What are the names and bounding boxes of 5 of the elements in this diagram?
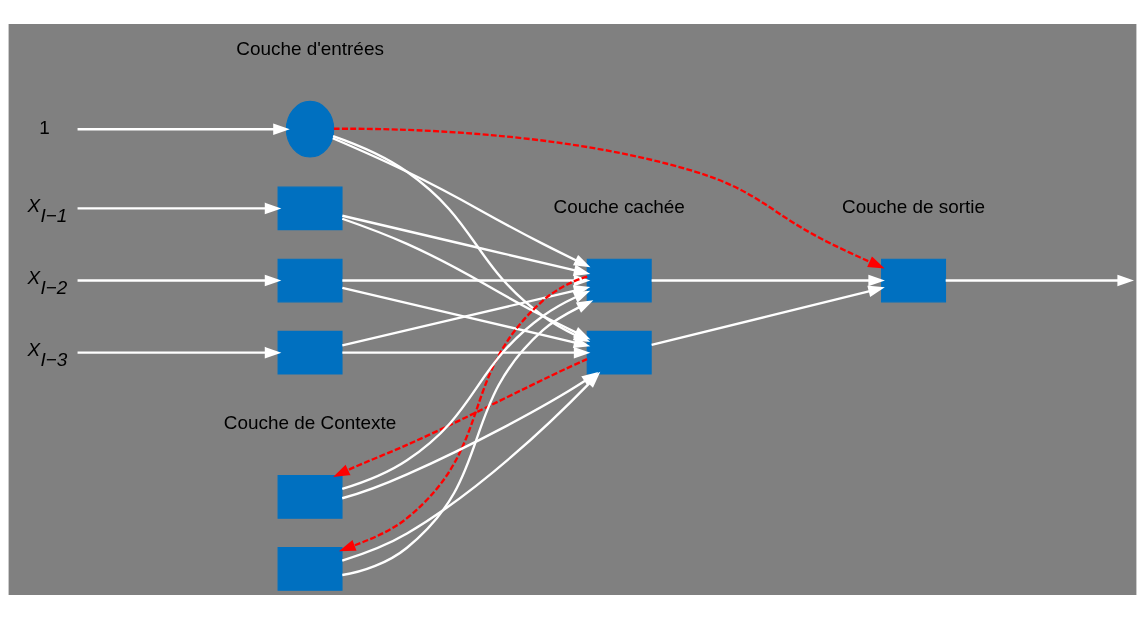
label: Couche de sortie [842,195,986,217]
node-text: 1 [39,116,50,138]
label: Couche de Contexte [223,412,397,434]
label: Couche d'entrées [236,37,384,59]
label: Couche cachée [553,195,685,217]
